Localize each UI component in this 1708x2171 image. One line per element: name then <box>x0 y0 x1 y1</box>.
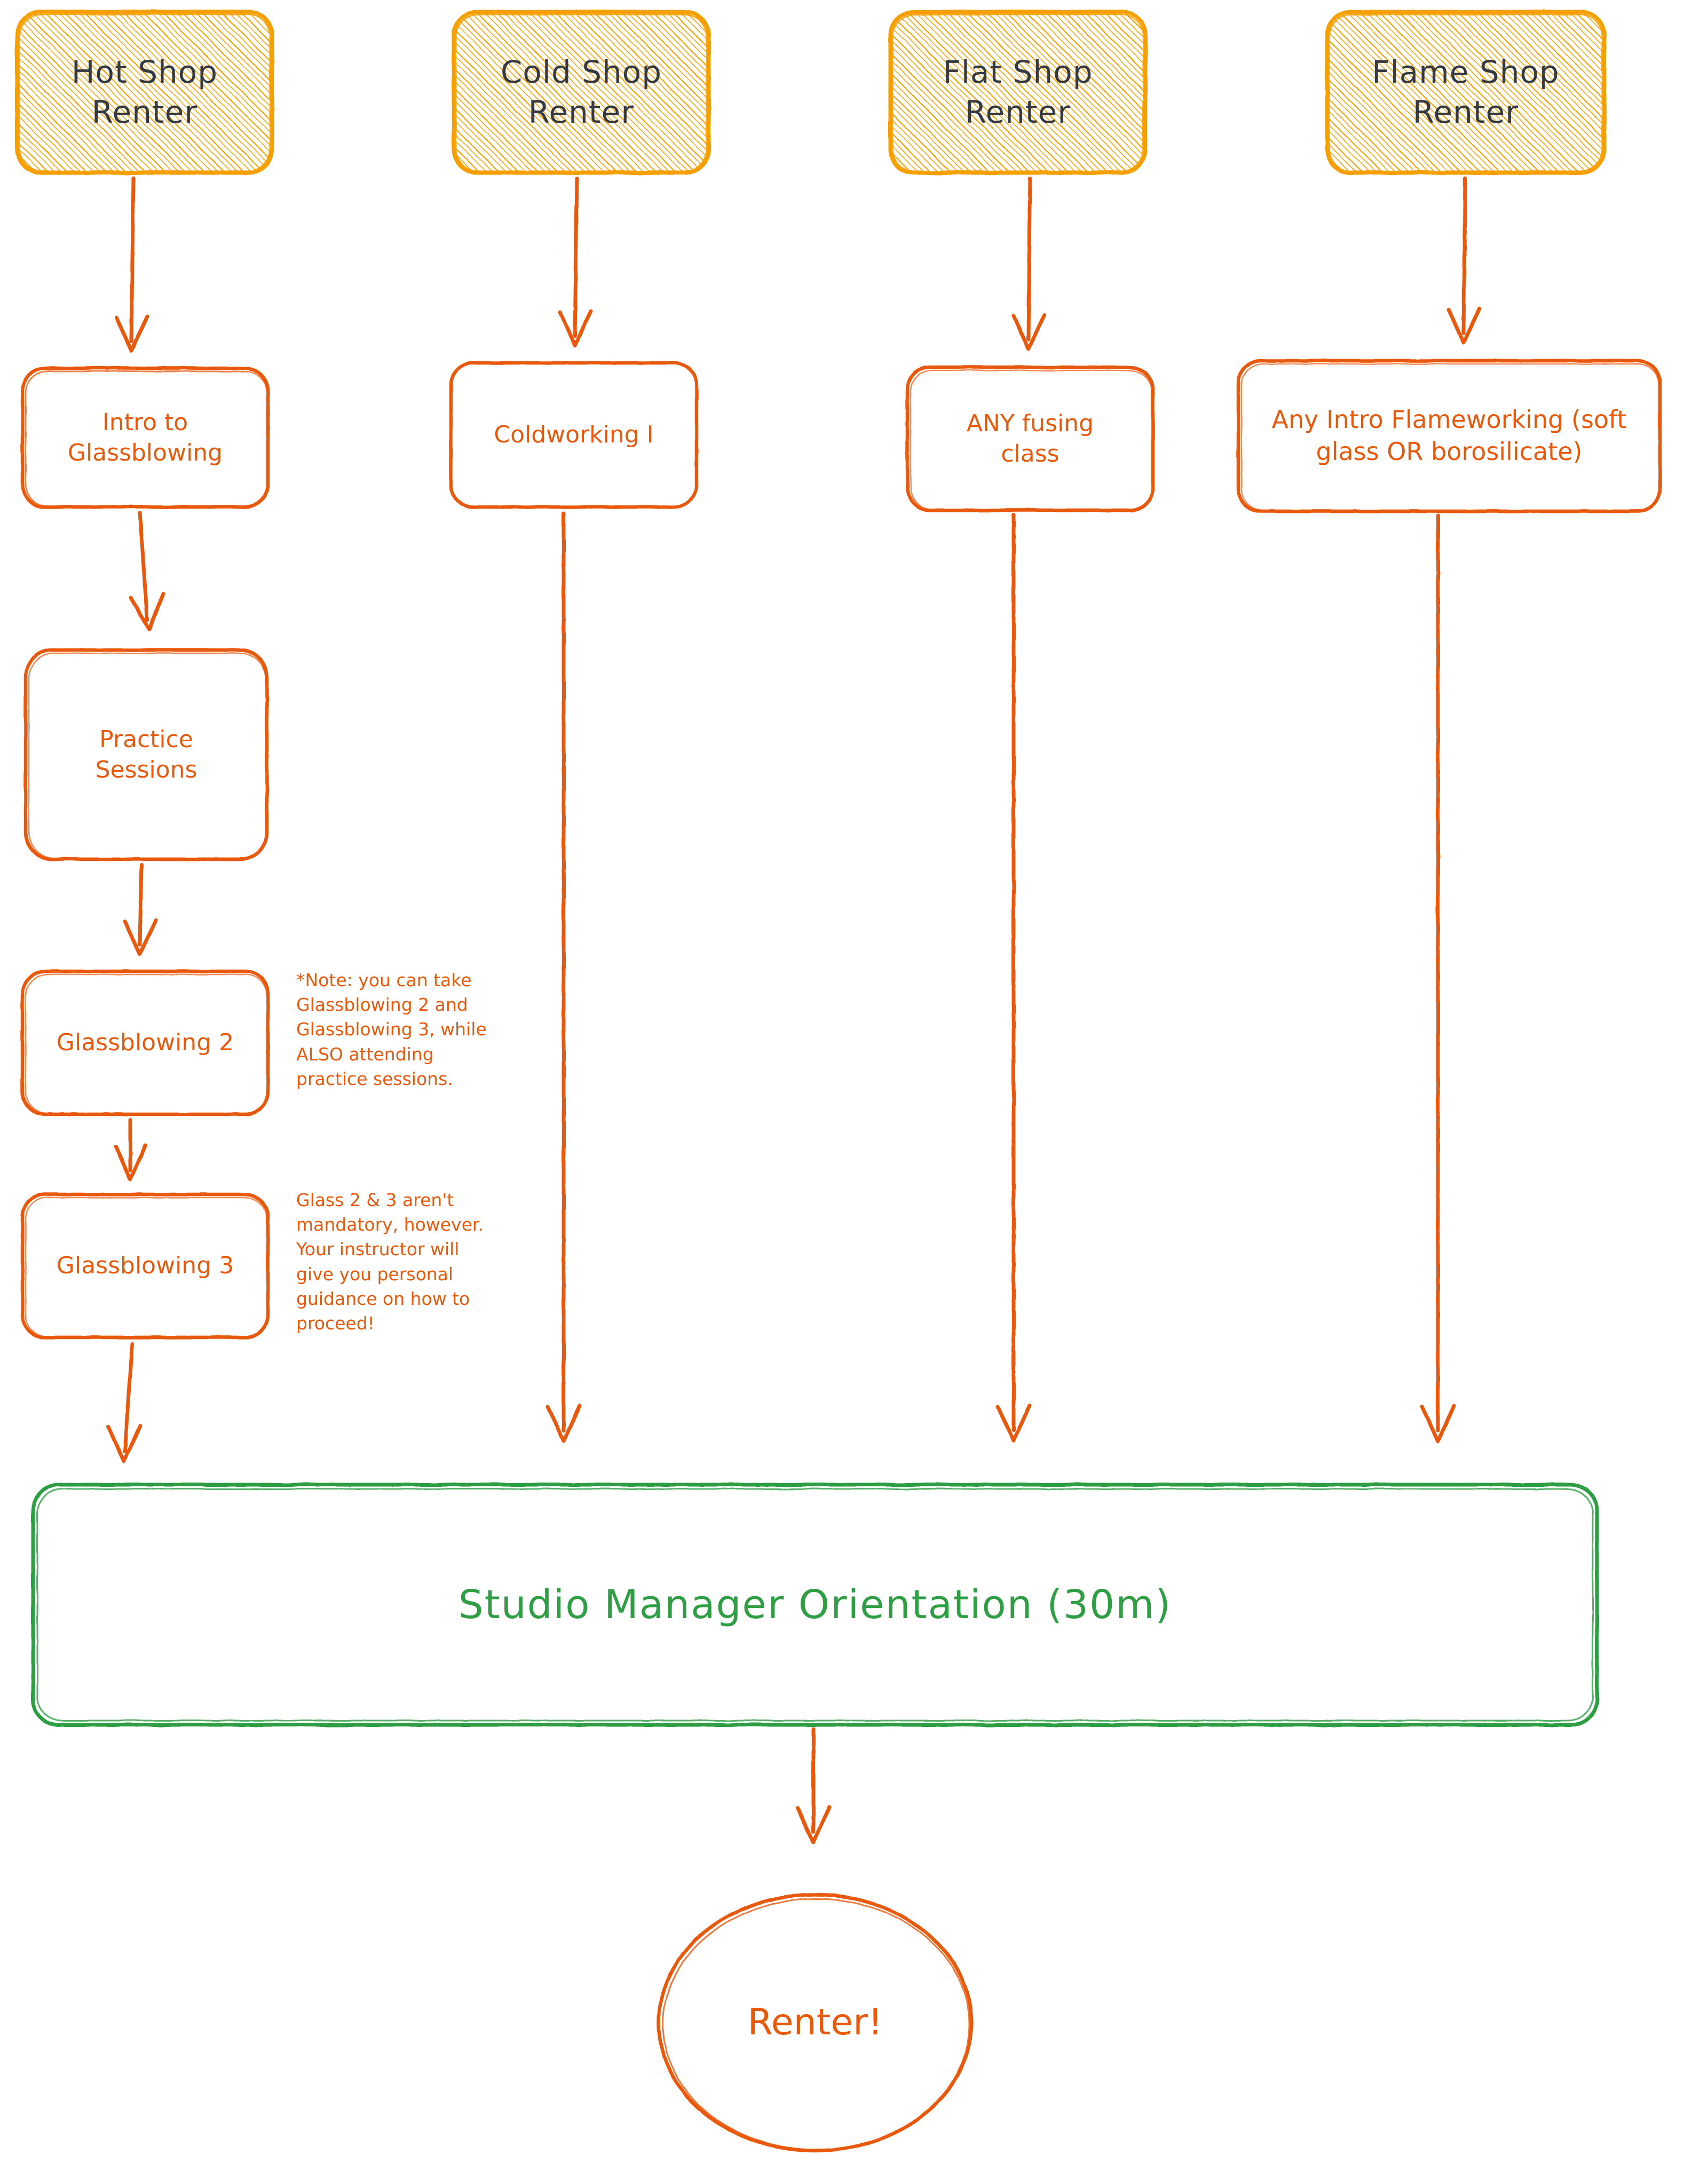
node-label-any-intro-flameworking: Any Intro Flameworking (soft glass OR bo… <box>1271 405 1627 466</box>
edge-practice-to-glassblowing2 <box>123 862 158 956</box>
node-any-intro-flameworking[interactable]: Any Intro Flameworking (soft glass OR bo… <box>1249 361 1649 511</box>
edge-flame-shop-to-flameworking <box>1446 176 1482 345</box>
node-flame-shop-renter[interactable]: Flame Shop Renter <box>1327 12 1604 173</box>
edge-flat-shop-to-fusing <box>1011 176 1047 351</box>
node-coldworking-1[interactable]: Coldworking I <box>451 363 697 507</box>
node-label-glassblowing-3: Glassblowing 3 <box>56 1252 234 1280</box>
edge-flameworking-to-orientation <box>1420 513 1456 1443</box>
node-practice-sessions[interactable]: Practice Sessions <box>26 650 267 859</box>
node-glassblowing-3[interactable]: Glassblowing 3 <box>22 1194 268 1337</box>
node-label-flat-shop-renter: Flat Shop Renter <box>943 53 1093 130</box>
node-glassblowing-2[interactable]: Glassblowing 2 <box>22 971 268 1114</box>
node-label-renter-terminal: Renter! <box>747 2001 883 2043</box>
note-not-mandatory: Glass 2 & 3 aren't mandatory, however. Y… <box>296 1190 484 1334</box>
node-label-coldworking-1: Coldworking I <box>494 421 654 449</box>
node-label-practice-sessions: Practice Sessions <box>95 725 197 783</box>
node-renter-terminal[interactable]: Renter! <box>659 1895 971 2151</box>
node-label-intro-to-glassblowing: Intro to Glassblowing <box>67 408 223 466</box>
node-flat-shop-renter[interactable]: Flat Shop Renter <box>890 12 1145 173</box>
edge-glassblowing2-to-glassblowing3 <box>114 1118 147 1182</box>
node-label-glassblowing-2: Glassblowing 2 <box>56 1029 234 1057</box>
edge-fusing-to-orientation <box>995 512 1032 1443</box>
node-any-fusing-class[interactable]: ANY fusing class <box>907 367 1153 510</box>
node-label-flame-shop-renter: Flame Shop Renter <box>1372 53 1560 130</box>
edge-hot-shop-to-intro <box>114 176 149 353</box>
edge-intro-to-practice <box>129 510 165 632</box>
node-label-studio-manager-orientation: Studio Manager Orientation (30m) <box>458 1581 1172 1628</box>
edge-glassblowing3-to-orientation <box>106 1342 143 1463</box>
node-hot-shop-renter[interactable]: Hot Shop Renter <box>17 12 272 173</box>
edge-coldworking-to-orientation <box>545 511 582 1443</box>
node-studio-manager-orientation[interactable]: Studio Manager Orientation (30m) <box>33 1485 1597 1725</box>
node-label-any-fusing-class: ANY fusing class <box>966 409 1094 468</box>
edge-orientation-to-renter <box>795 1727 832 1844</box>
edge-cold-shop-to-coldworking <box>558 176 593 348</box>
note-practice-sessions: *Note: you can take Glassblowing 2 and G… <box>296 970 487 1089</box>
node-intro-to-glassblowing[interactable]: Intro to Glassblowing <box>22 368 268 507</box>
node-label-cold-shop-renter: Cold Shop Renter <box>500 53 662 130</box>
node-label-hot-shop-renter: Hot Shop Renter <box>71 53 218 130</box>
node-cold-shop-renter[interactable]: Cold Shop Renter <box>454 12 709 173</box>
